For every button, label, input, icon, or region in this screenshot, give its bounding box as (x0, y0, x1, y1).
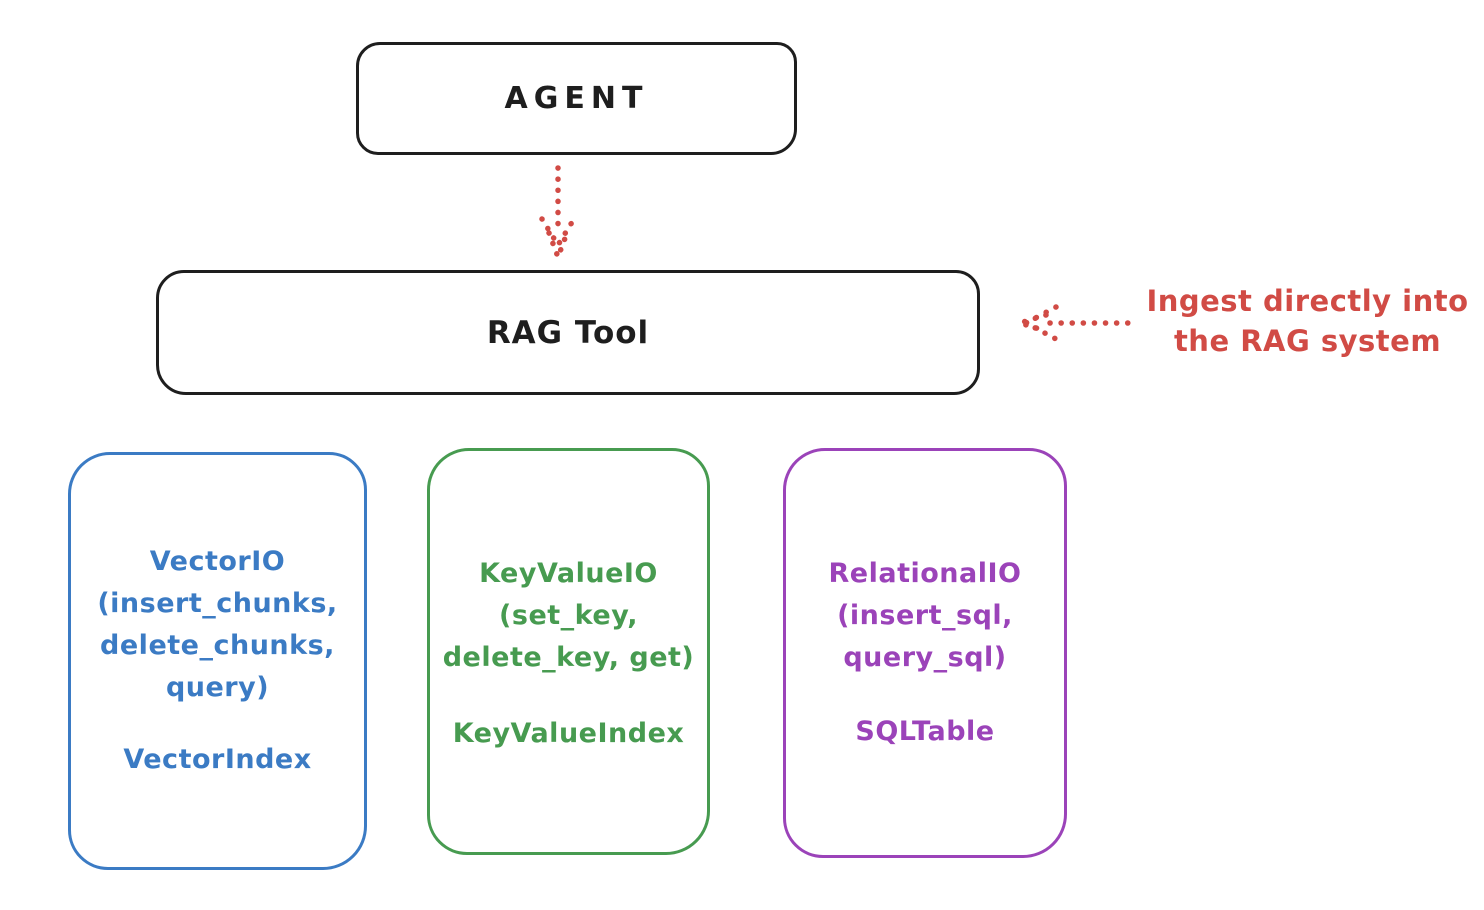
agent-box: AGENT (356, 42, 797, 155)
relational-io-line: query_sql) (843, 642, 1007, 673)
annotation-to-ragtool-arrow-icon (1012, 304, 1135, 342)
annotation-line-2: the RAG system (1173, 324, 1442, 358)
relational-io-line: RelationalIO (828, 558, 1022, 589)
rag-tool-box: RAG Tool (156, 270, 980, 395)
relational-io-methods: RelationalIO (insert_sql, query_sql) (786, 553, 1064, 679)
annotation-text: Ingest directly into the RAG system (1135, 281, 1480, 361)
relational-io-line: (insert_sql, (837, 600, 1013, 631)
vector-io-line: (insert_chunks, (97, 588, 338, 619)
keyvalue-io-line: delete_key, get) (442, 642, 695, 673)
vector-io-line: delete_chunks, (100, 630, 335, 661)
vector-io-line: query) (165, 672, 270, 703)
keyvalue-index-label: KeyValueIndex (452, 718, 685, 749)
vector-io-line: VectorIO (149, 546, 286, 577)
keyvalue-io-line: KeyValueIO (479, 558, 658, 589)
sql-table-label: SQLTable (855, 716, 995, 747)
keyvalue-io-line: (set_key, (499, 600, 638, 631)
vector-io-methods: VectorIO (insert_chunks, delete_chunks, … (71, 541, 364, 709)
agent-to-ragtool-arrow-icon (539, 165, 577, 265)
keyvalue-io-methods: KeyValueIO (set_key, delete_key, get) (430, 553, 707, 679)
relational-io-box: RelationalIO (insert_sql, query_sql) SQL… (783, 448, 1067, 858)
keyvalue-io-box: KeyValueIO (set_key, delete_key, get) Ke… (427, 448, 710, 855)
vector-index-label: VectorIndex (123, 744, 312, 775)
rag-tool-label: RAG Tool (486, 314, 650, 351)
agent-label: AGENT (504, 81, 649, 116)
annotation-line-1: Ingest directly into (1146, 284, 1469, 318)
vector-io-box: VectorIO (insert_chunks, delete_chunks, … (68, 452, 367, 870)
